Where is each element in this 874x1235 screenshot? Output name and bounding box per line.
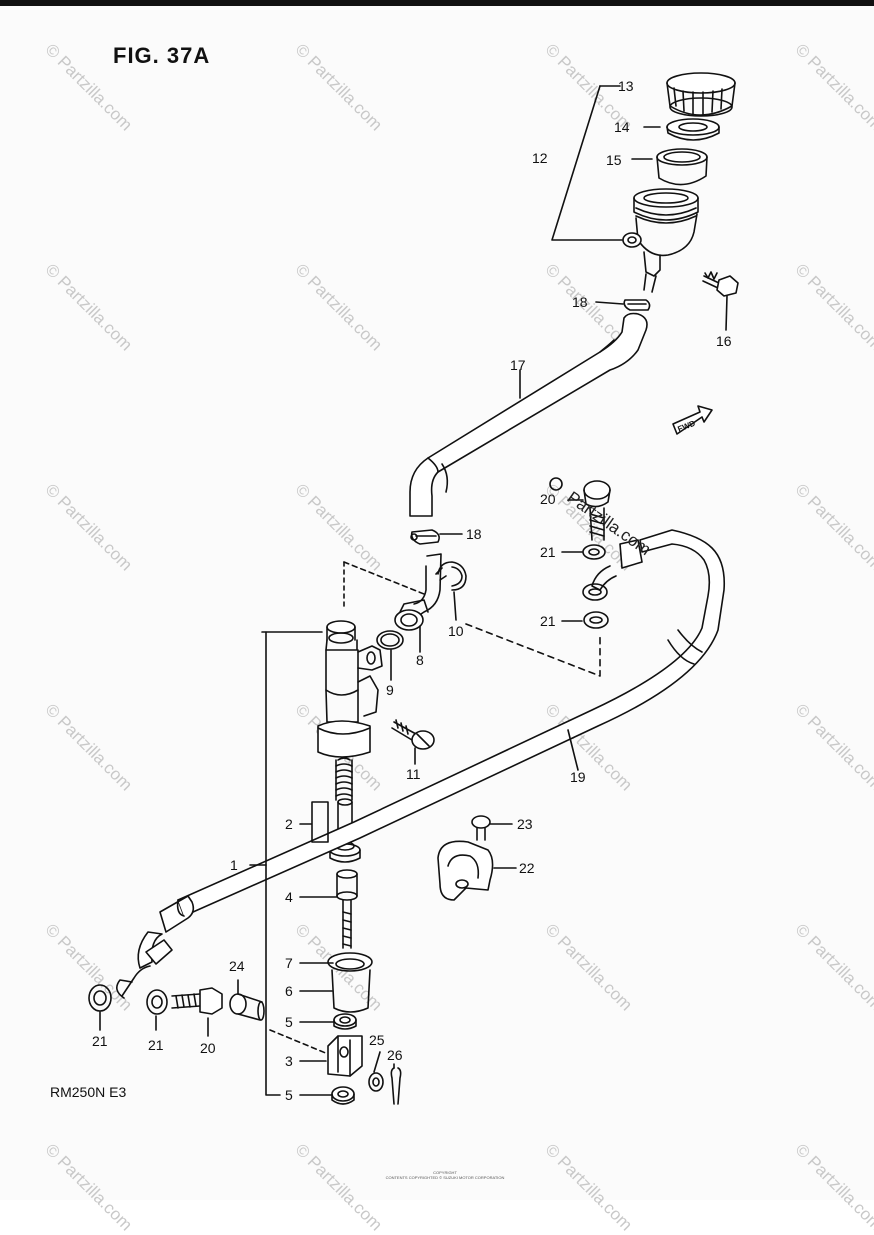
callout-21-right: 21 xyxy=(540,613,556,629)
nut-upper xyxy=(333,1013,357,1030)
callout-21-far-left: 21 xyxy=(92,1033,108,1049)
push-rod-boot xyxy=(327,952,373,1013)
hose-clip-upper xyxy=(623,299,651,311)
hose-joint xyxy=(394,553,442,631)
callout-18-lower: 18 xyxy=(466,526,482,542)
clevis-pin xyxy=(229,993,265,1021)
callout-26: 26 xyxy=(387,1047,403,1063)
callout-10: 10 xyxy=(448,623,464,639)
callout-labels: 13 14 12 15 16 18 17 18 20 21 21 10 9 8 … xyxy=(92,78,732,1103)
reservoir-cap xyxy=(666,72,736,117)
callout-25: 25 xyxy=(369,1032,385,1048)
callout-18-upper: 18 xyxy=(572,294,588,310)
callout-16: 16 xyxy=(716,333,732,349)
exploded-view-drawing: 13 14 12 15 16 18 17 18 20 21 21 10 9 8 … xyxy=(88,72,739,1105)
crush-washer-upper xyxy=(582,544,606,560)
callout-20-lower: 20 xyxy=(200,1040,216,1056)
callout-13: 13 xyxy=(618,78,634,94)
top-border xyxy=(0,0,874,6)
guide-screw xyxy=(471,815,491,841)
hose-guide xyxy=(437,840,494,901)
callout-8: 8 xyxy=(416,652,424,668)
callout-22: 22 xyxy=(519,860,535,876)
reservoir-bolt xyxy=(702,271,739,297)
diaphragm-plate xyxy=(666,118,720,141)
callout-12: 12 xyxy=(532,150,548,166)
circlip xyxy=(435,561,467,591)
callout-1: 1 xyxy=(230,857,238,873)
callout-19: 19 xyxy=(570,769,586,785)
callout-4: 4 xyxy=(285,889,293,905)
callout-7: 7 xyxy=(285,955,293,971)
reservoir-tank xyxy=(622,188,699,293)
callout-15: 15 xyxy=(606,152,622,168)
callout-6: 6 xyxy=(285,983,293,999)
callout-2: 2 xyxy=(285,816,293,832)
callout-21-left: 21 xyxy=(148,1037,164,1053)
banjo-washer-right xyxy=(146,989,168,1015)
crush-washer-right xyxy=(583,611,609,629)
copyright-line-1: COPYRIGHT xyxy=(433,1170,457,1175)
copyright-line-2: CONTENTS COPYRIGHTED © SUZUKI MOTOR CORP… xyxy=(385,1175,505,1180)
callout-21-upper: 21 xyxy=(540,544,556,560)
copyright-notice: COPYRIGHT CONTENTS COPYRIGHTED © SUZUKI … xyxy=(320,1170,570,1180)
callout-24: 24 xyxy=(229,958,245,974)
callout-5-lower: 5 xyxy=(285,1087,293,1103)
brake-hose xyxy=(116,529,726,999)
callout-5-upper: 5 xyxy=(285,1014,293,1030)
washer-25 xyxy=(368,1072,384,1092)
crush-washer-lower xyxy=(582,583,608,601)
callout-11: 11 xyxy=(406,766,421,782)
spring xyxy=(335,757,353,801)
model-code: RM250N E3 xyxy=(50,1084,127,1100)
cotter-pin xyxy=(390,1067,402,1105)
reservoir-hose xyxy=(409,312,648,517)
callout-14: 14 xyxy=(614,119,630,135)
figure-title: FIG. 37A xyxy=(113,43,211,68)
forward-arrow-icon xyxy=(672,405,713,435)
callout-23: 23 xyxy=(517,816,533,832)
reservoir-diaphragm xyxy=(656,148,708,186)
banjo-bolt-lower xyxy=(171,987,223,1015)
banjo-washer-left xyxy=(88,984,112,1012)
hose-clip-lower xyxy=(410,529,440,545)
callout-17: 17 xyxy=(510,357,526,373)
master-cylinder-body xyxy=(317,620,383,758)
callout-3: 3 xyxy=(285,1053,293,1069)
callout-20-marker xyxy=(549,477,563,491)
callout-20-upper: 20 xyxy=(540,491,556,507)
banjo-bolt-upper xyxy=(583,480,611,541)
callout-9: 9 xyxy=(386,682,394,698)
nut-lower xyxy=(331,1086,355,1105)
push-rod xyxy=(336,869,358,949)
clevis xyxy=(327,1035,363,1077)
o-ring xyxy=(376,630,404,650)
mounting-screw xyxy=(391,719,435,750)
